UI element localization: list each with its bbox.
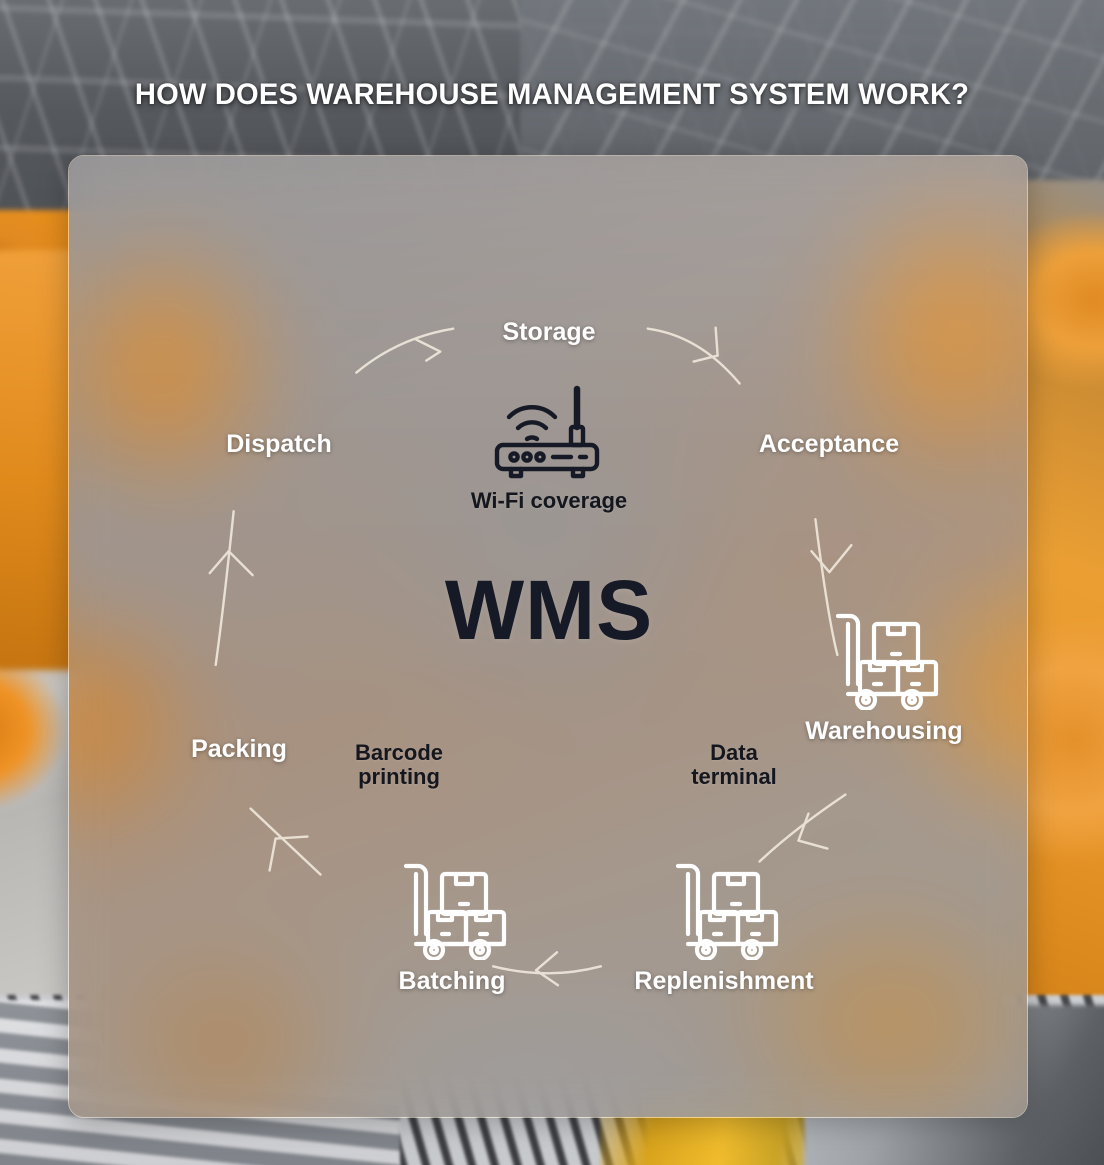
node-replenishment-label: Replenishment	[634, 967, 814, 995]
wms-title: WMS	[444, 563, 654, 657]
node-batching[interactable]: Batching	[347, 856, 557, 995]
node-packing[interactable]: Packing	[139, 736, 339, 763]
hand-truck-boxes-icon	[769, 606, 999, 710]
node-dispatch-label: Dispatch	[226, 430, 332, 458]
node-storage[interactable]: Storage	[449, 319, 649, 346]
node-barcode-printing-label: Barcode printing	[354, 740, 444, 789]
node-barcode-printing[interactable]: Barcode printing	[309, 741, 489, 789]
node-dispatch[interactable]: Dispatch	[169, 431, 389, 458]
node-replenishment[interactable]: Replenishment	[594, 856, 854, 995]
node-warehousing-label: Warehousing	[805, 717, 963, 745]
node-warehousing[interactable]: Warehousing	[769, 606, 999, 745]
node-batching-label: Batching	[398, 967, 506, 995]
node-acceptance[interactable]: Acceptance	[709, 431, 949, 458]
node-wifi-coverage[interactable]: Wi-Fi coverage	[469, 381, 629, 513]
center-wms: WMS	[399, 568, 699, 652]
node-storage-label: Storage	[502, 318, 596, 346]
wifi-router-icon	[469, 381, 629, 481]
hand-truck-boxes-icon	[594, 856, 854, 960]
node-data-terminal-label: Data terminal	[691, 740, 777, 789]
page-title: HOW DOES WAREHOUSE MANAGEMENT SYSTEM WOR…	[134, 78, 970, 111]
hand-truck-boxes-icon	[347, 856, 557, 960]
diagram-panel: Storage Dispatch Acceptance	[68, 155, 1028, 1118]
node-data-terminal[interactable]: Data terminal	[639, 741, 829, 789]
node-acceptance-label: Acceptance	[758, 430, 900, 458]
node-wifi-coverage-label: Wi-Fi coverage	[470, 488, 628, 513]
node-packing-label: Packing	[191, 735, 287, 763]
